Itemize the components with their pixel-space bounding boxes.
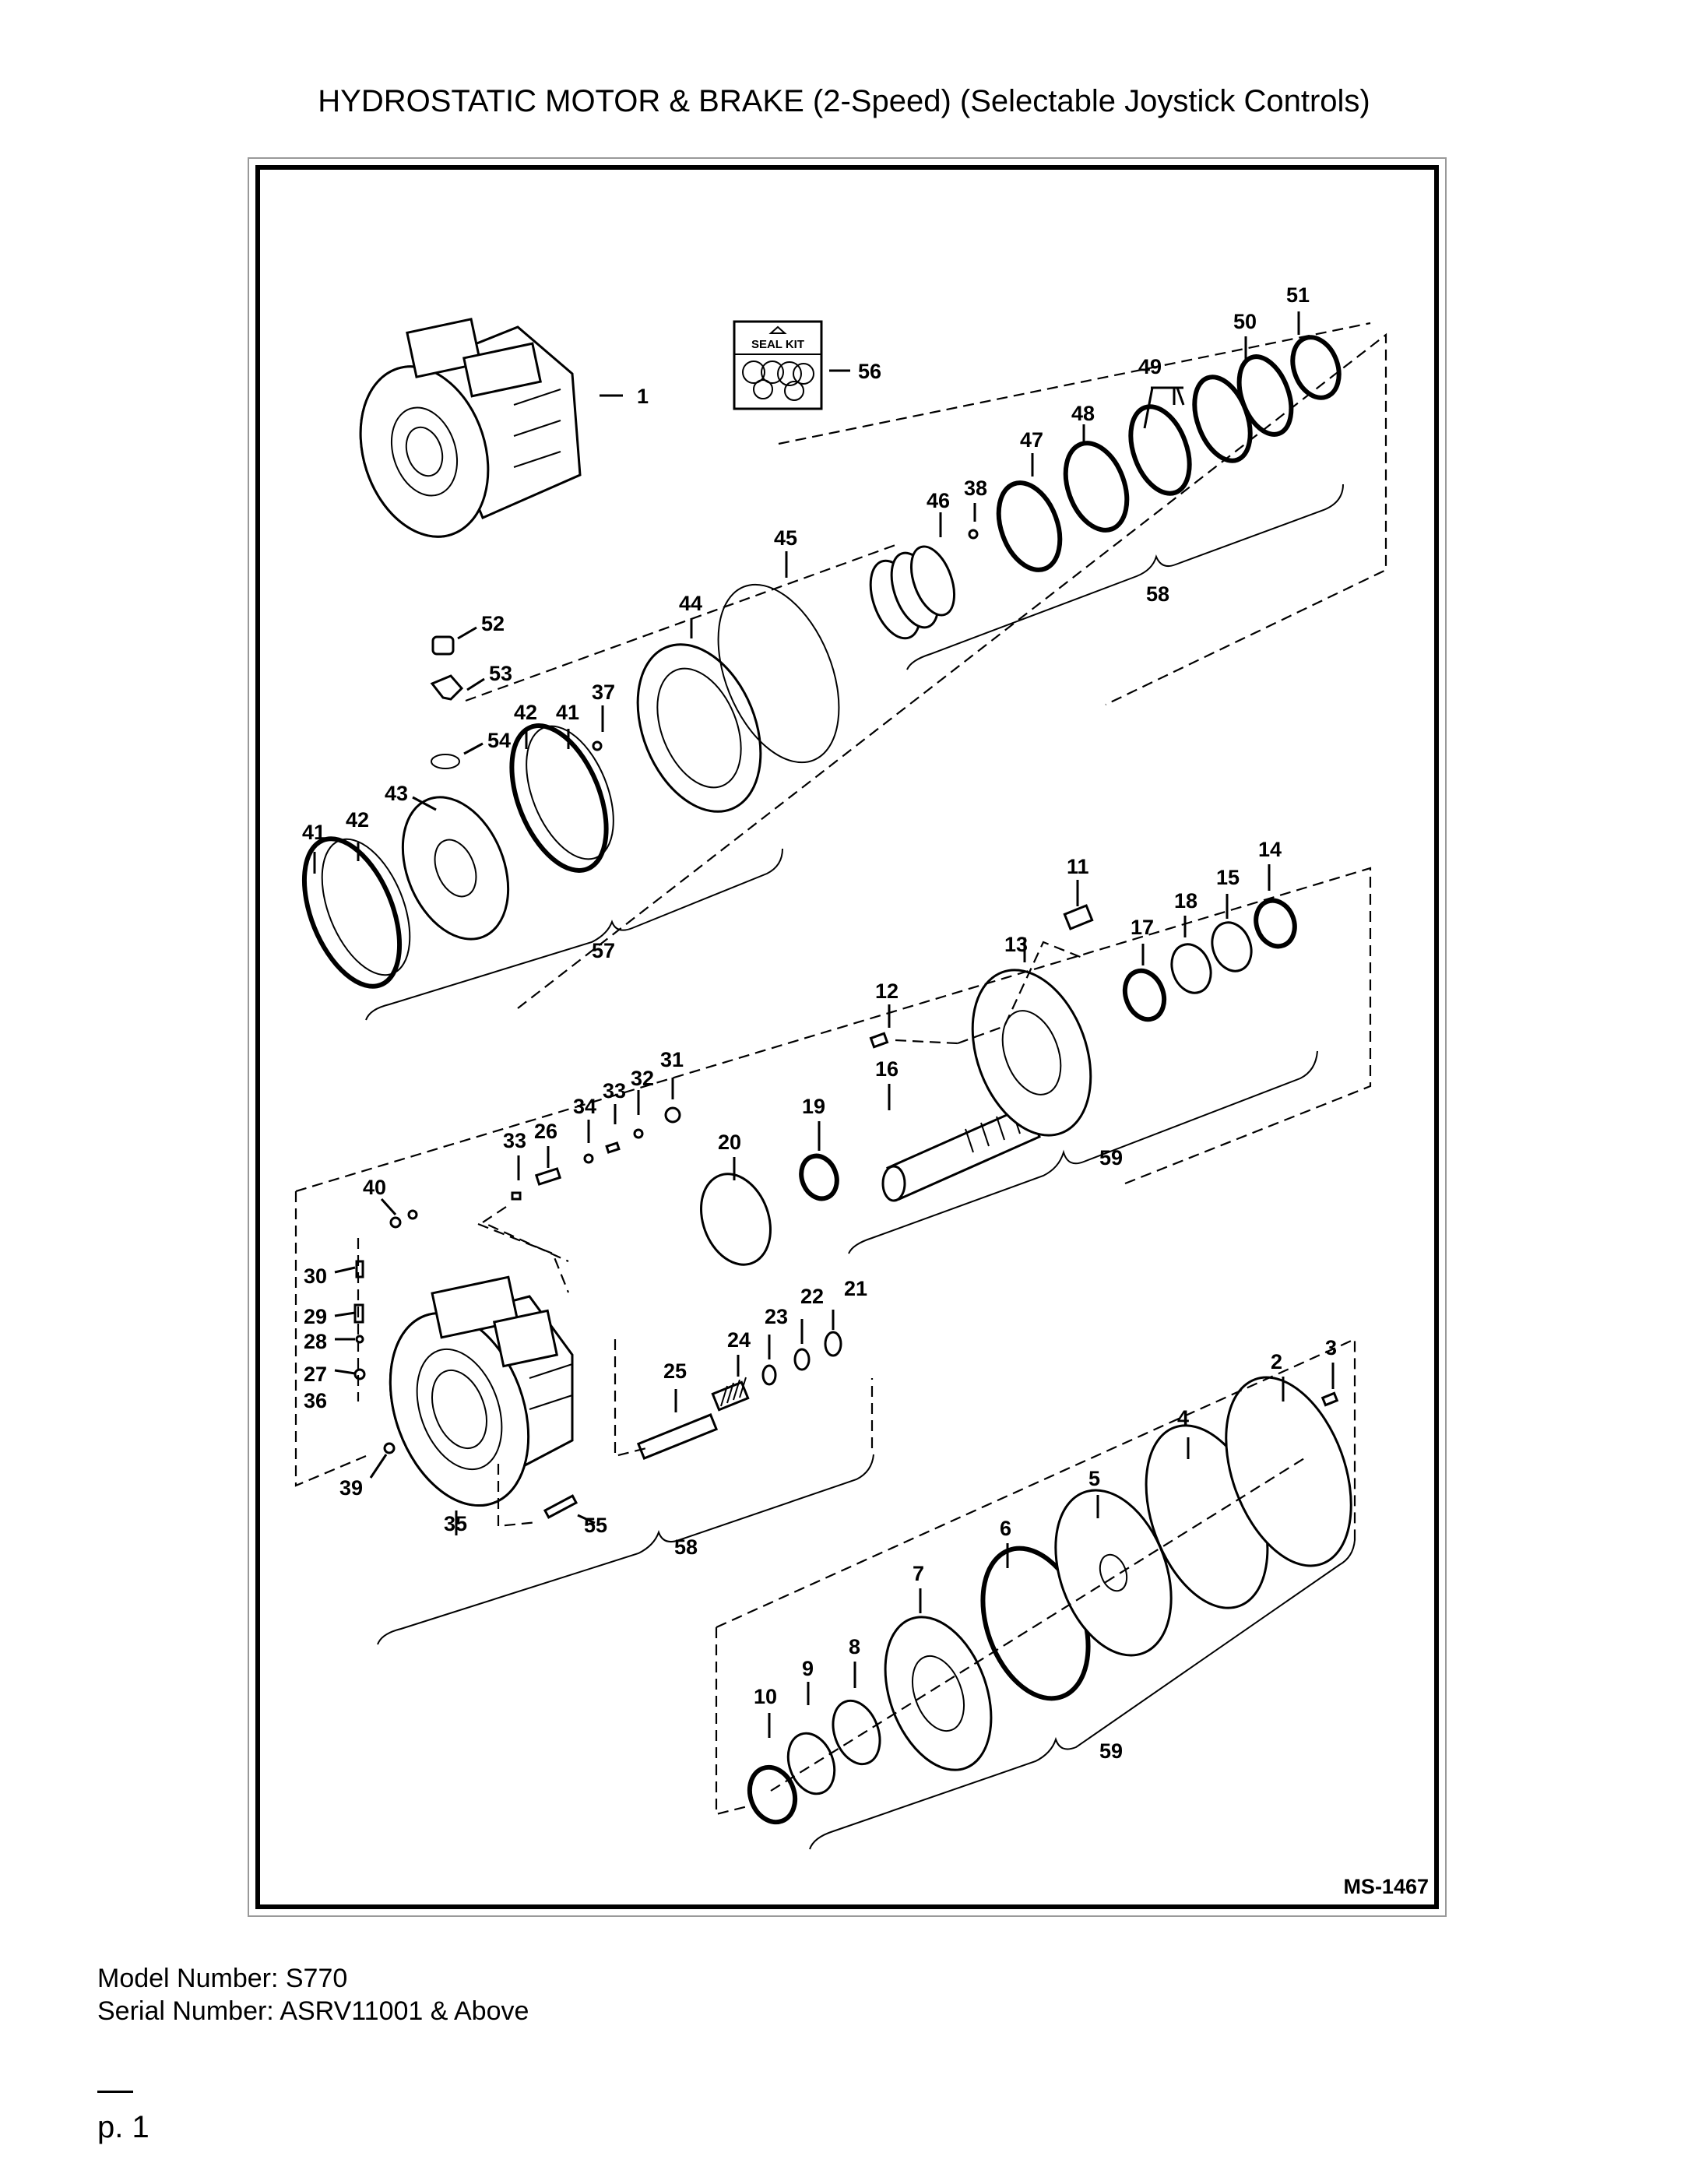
callout-label: 56 [858, 360, 881, 383]
callout-label: 49 [1138, 355, 1162, 378]
callout-label: 37 [592, 681, 615, 704]
top-assembly-outline [365, 322, 1387, 1021]
callout-label: 39 [339, 1476, 363, 1500]
callout-label: 4 [1177, 1406, 1189, 1430]
callout-label: 5 [1088, 1467, 1100, 1490]
callout-label: 10 [754, 1685, 777, 1708]
part-callouts: 1 56 51 50 49 48 47 46 38 45 58 44 52 53… [302, 283, 1337, 1763]
callout-label: 33 [503, 1129, 526, 1152]
rotor-and-seals-illustration [869, 335, 1342, 640]
callout-label: 22 [800, 1285, 824, 1308]
callout-label: 25 [663, 1359, 687, 1383]
callout-label: 30 [304, 1264, 327, 1288]
callout-label: 2 [1271, 1350, 1282, 1373]
model-number: Model Number: S770 [97, 1964, 348, 1993]
callout-label: 40 [363, 1176, 386, 1199]
callout-label: 7 [913, 1562, 924, 1585]
callout-label: 8 [849, 1635, 860, 1658]
callout-label: 59 [1099, 1146, 1123, 1169]
seal-kit-illustration: SEAL KIT [733, 320, 823, 410]
callout-label: 24 [727, 1328, 751, 1352]
callout-label: 47 [1020, 428, 1043, 452]
figure-id: MS-1467 [1343, 1875, 1429, 1898]
callout-label: 20 [718, 1131, 741, 1154]
page-rule [97, 2091, 133, 2093]
motor-assembly-illustration [359, 318, 582, 538]
callout-label: 14 [1258, 838, 1282, 861]
callout-label: 33 [603, 1079, 626, 1103]
middle-leader-lines [334, 864, 1271, 1535]
brake-stack-illustration [747, 1376, 1352, 1825]
callout-label: 3 [1325, 1336, 1337, 1359]
callout-label: 35 [444, 1512, 467, 1535]
callout-label: 31 [660, 1048, 684, 1071]
bottom-leader-lines [768, 1363, 1335, 1738]
callout-label: 27 [304, 1363, 327, 1386]
callout-label: 42 [346, 808, 369, 832]
callout-label: 45 [774, 526, 797, 550]
callout-label: 59 [1099, 1739, 1123, 1763]
callout-label: 36 [304, 1389, 327, 1412]
diagram-frame [255, 165, 1439, 1909]
callout-label: 9 [802, 1657, 814, 1680]
callout-label: 15 [1216, 866, 1240, 889]
callout-label: 1 [637, 385, 649, 408]
callout-label: 43 [385, 782, 408, 805]
callout-label: 12 [875, 979, 899, 1003]
callout-label: 52 [481, 612, 505, 635]
callout-label: 13 [1004, 933, 1028, 956]
callout-label: 53 [489, 662, 512, 685]
callout-label: 44 [679, 592, 702, 615]
callout-label: 58 [674, 1535, 698, 1559]
callout-label: 41 [556, 701, 579, 724]
callout-label: 17 [1131, 916, 1154, 939]
callout-label: 46 [927, 489, 950, 512]
middle-assembly-outline [294, 867, 1372, 1645]
callout-label: 29 [304, 1305, 327, 1328]
callout-label: 6 [1000, 1517, 1011, 1540]
callout-label: 58 [1146, 582, 1169, 606]
bottom-assembly-outline [715, 1338, 1356, 1850]
motor-housing-illustration [389, 1275, 574, 1507]
callout-label: 50 [1233, 310, 1257, 333]
callout-label: 48 [1071, 402, 1095, 425]
callout-label: 28 [304, 1330, 327, 1353]
page-title: HYDROSTATIC MOTOR & BRAKE (2-Speed) (Sel… [318, 84, 1370, 118]
callout-label: 26 [534, 1120, 557, 1143]
top-leader-lines [313, 311, 1300, 874]
seal-kit-label: SEAL KIT [751, 338, 804, 351]
callout-label: 11 [1067, 855, 1089, 878]
callout-label: 32 [631, 1067, 654, 1090]
callout-label: 54 [487, 729, 511, 752]
callout-label: 23 [765, 1305, 788, 1328]
callout-label: 19 [802, 1095, 825, 1118]
exploded-parts-diagram: SEAL KIT [294, 283, 1429, 1898]
diagram-frame-outer [248, 157, 1447, 1917]
callout-label: 21 [844, 1277, 867, 1300]
page-number: p. 1 [97, 2110, 149, 2144]
callout-label: 18 [1174, 889, 1197, 913]
callout-label: 16 [875, 1057, 899, 1081]
brake-parts-illustration [301, 583, 840, 989]
callout-label: 51 [1286, 283, 1310, 307]
callout-label: 42 [514, 701, 537, 724]
callout-label: 55 [584, 1514, 607, 1537]
serial-number: Serial Number: ASRV11001 & Above [97, 1996, 529, 2026]
callout-label: 41 [302, 821, 325, 844]
callout-label: 57 [592, 939, 615, 962]
callout-label: 34 [573, 1095, 596, 1118]
callout-label: 38 [964, 477, 987, 500]
